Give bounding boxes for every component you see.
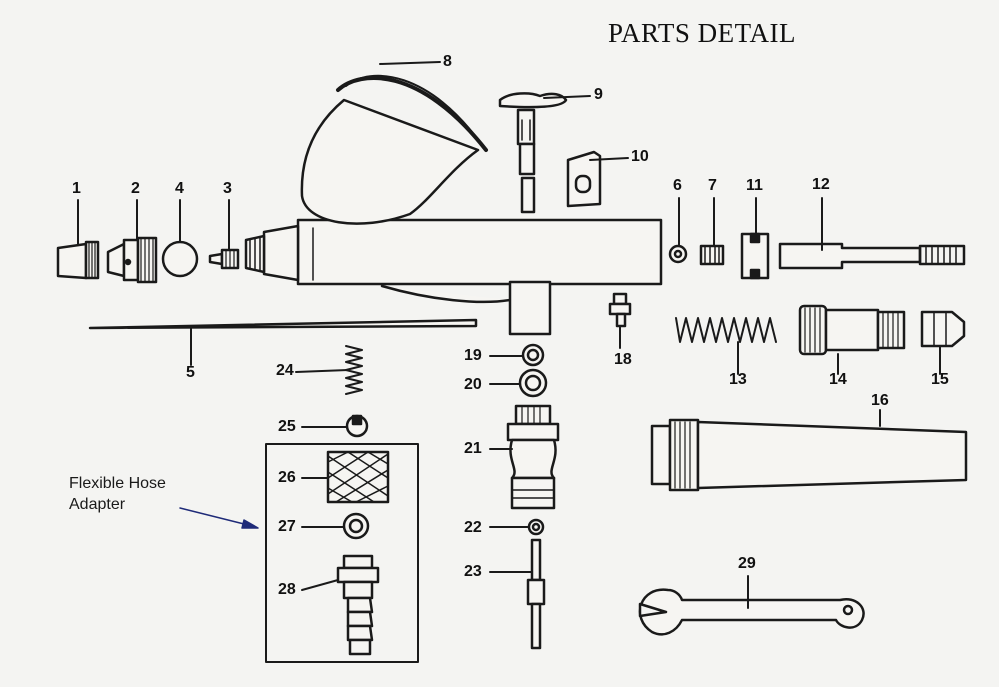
hose-adapter-label: Flexible Hose Adapter xyxy=(69,473,166,515)
part-number-4: 4 xyxy=(175,180,184,197)
part-14-handle-nut xyxy=(798,304,906,356)
part-number-28: 28 xyxy=(278,581,296,598)
part-19-o-ring xyxy=(521,343,545,367)
page-title: PARTS DETAIL xyxy=(608,18,796,48)
part-13-spring xyxy=(675,317,777,343)
part-6-ring xyxy=(668,244,688,264)
part-23-valve-stem xyxy=(526,538,546,650)
part-number-23: 23 xyxy=(464,563,482,580)
hose-adapter-label-line1: Flexible Hose xyxy=(69,475,166,492)
part-29-wrench xyxy=(638,588,865,636)
airbrush-body xyxy=(244,218,663,336)
part-number-6: 6 xyxy=(673,177,682,194)
part-7-guide xyxy=(699,244,725,266)
part-number-11: 11 xyxy=(746,177,763,194)
part-number-8: 8 xyxy=(443,53,452,70)
part-number-5: 5 xyxy=(186,364,195,381)
part-number-25: 25 xyxy=(278,418,296,435)
part-11-lock-nut xyxy=(740,232,770,280)
part-number-20: 20 xyxy=(464,376,482,393)
part-16-handle xyxy=(650,418,968,492)
part-number-16: 16 xyxy=(871,392,889,409)
paint-cup xyxy=(300,74,488,225)
part-18-valve xyxy=(608,292,632,328)
part-number-22: 22 xyxy=(464,519,482,536)
part-1-needle-cap xyxy=(56,240,100,280)
part-27-washer xyxy=(342,512,370,540)
part-number-1: 1 xyxy=(72,180,81,197)
part-22-o-ring xyxy=(527,518,545,536)
part-number-27: 27 xyxy=(278,518,296,535)
part-10-trigger-guide xyxy=(566,150,602,208)
part-number-3: 3 xyxy=(223,180,232,197)
part-5-needle xyxy=(88,318,478,330)
part-number-26: 26 xyxy=(278,469,296,486)
part-12-needle-chuck xyxy=(778,242,966,270)
part-9-trigger xyxy=(498,92,568,214)
part-4-seal xyxy=(161,240,199,278)
part-number-9: 9 xyxy=(594,86,603,103)
part-number-7: 7 xyxy=(708,177,717,194)
part-20-o-ring xyxy=(518,368,548,398)
part-number-10: 10 xyxy=(631,148,649,165)
part-25-washer xyxy=(345,414,369,438)
part-15-cap xyxy=(920,310,966,348)
part-21-air-valve xyxy=(506,404,560,510)
part-number-18: 18 xyxy=(614,351,632,368)
part-number-14: 14 xyxy=(829,371,847,388)
hose-adapter-box xyxy=(265,443,419,663)
part-26-filter xyxy=(326,450,390,504)
part-number-21: 21 xyxy=(464,440,482,457)
hose-adapter-label-line2: Adapter xyxy=(69,496,126,513)
part-number-2: 2 xyxy=(131,180,140,197)
hose-adapter-arrow xyxy=(179,507,259,529)
part-number-13: 13 xyxy=(729,371,747,388)
part-3-nozzle xyxy=(208,248,240,270)
part-28-hose-fitting xyxy=(336,554,380,656)
part-number-12: 12 xyxy=(812,176,830,193)
part-2-nozzle-cap xyxy=(106,236,158,284)
part-number-24: 24 xyxy=(276,362,294,379)
part-number-29: 29 xyxy=(738,555,756,572)
part-number-19: 19 xyxy=(464,347,482,364)
part-number-15: 15 xyxy=(931,371,949,388)
